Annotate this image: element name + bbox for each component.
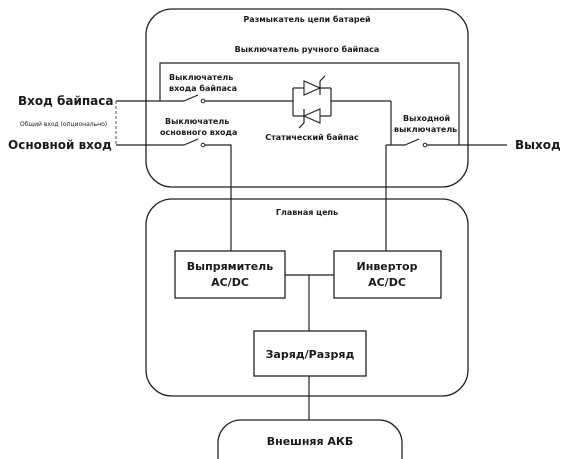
static-bypass-thyristors: [292, 75, 332, 129]
main-input-label: Основной вход: [8, 138, 112, 152]
bypass-switch-contact: [200, 98, 206, 104]
main-section-title: Главная цепь: [276, 208, 338, 217]
common-input-note: Общий вход (опционально): [20, 121, 107, 128]
output-switch-label-1: Выходной: [403, 114, 450, 123]
bypass-switch-label-1: Выключатель: [169, 73, 233, 82]
inverter-box: [333, 250, 442, 299]
bypass-input-label: Вход байпаса: [18, 94, 113, 108]
main-switch-lever: [183, 138, 199, 146]
output-switch-contact: [422, 142, 428, 148]
rectifier-box: [174, 250, 286, 299]
charger-box: [253, 330, 367, 377]
main-switch-label-2: основного входа: [160, 128, 237, 137]
main-switch-to-rectifier-wire: [205, 144, 232, 251]
battery-shape: [217, 419, 403, 459]
output-label: Выход: [515, 138, 561, 152]
main-switch-contact: [200, 142, 206, 148]
manual-bypass-wire: [159, 62, 460, 145]
static-bypass-label: Статический байпас: [265, 132, 359, 142]
bypass-switch-lever: [183, 94, 199, 102]
bypass-switch-label-2: входа байпаса: [169, 83, 237, 93]
inverter-label-2: AC/DC: [368, 276, 406, 289]
rectifier-label-2: AC/DC: [211, 276, 249, 289]
rectifier-label-1: Выпрямитель: [187, 260, 273, 273]
manual-bypass-label: Выключатель ручного байпаса: [235, 44, 380, 54]
top-section-title: Размыкатель цепи батарей: [243, 14, 370, 24]
inverter-label-1: Инвертор: [357, 260, 418, 273]
output-switch-lever: [404, 138, 420, 146]
top-section-frame: [145, 8, 469, 188]
main-switch-label-1: Выключатель: [165, 117, 229, 126]
battery-label: Внешняя АКБ: [267, 435, 354, 448]
output-switch-label-2: выключатель: [394, 125, 457, 134]
main-section-frame: [145, 198, 469, 397]
charger-label: Заряд/Разряд: [266, 348, 355, 361]
